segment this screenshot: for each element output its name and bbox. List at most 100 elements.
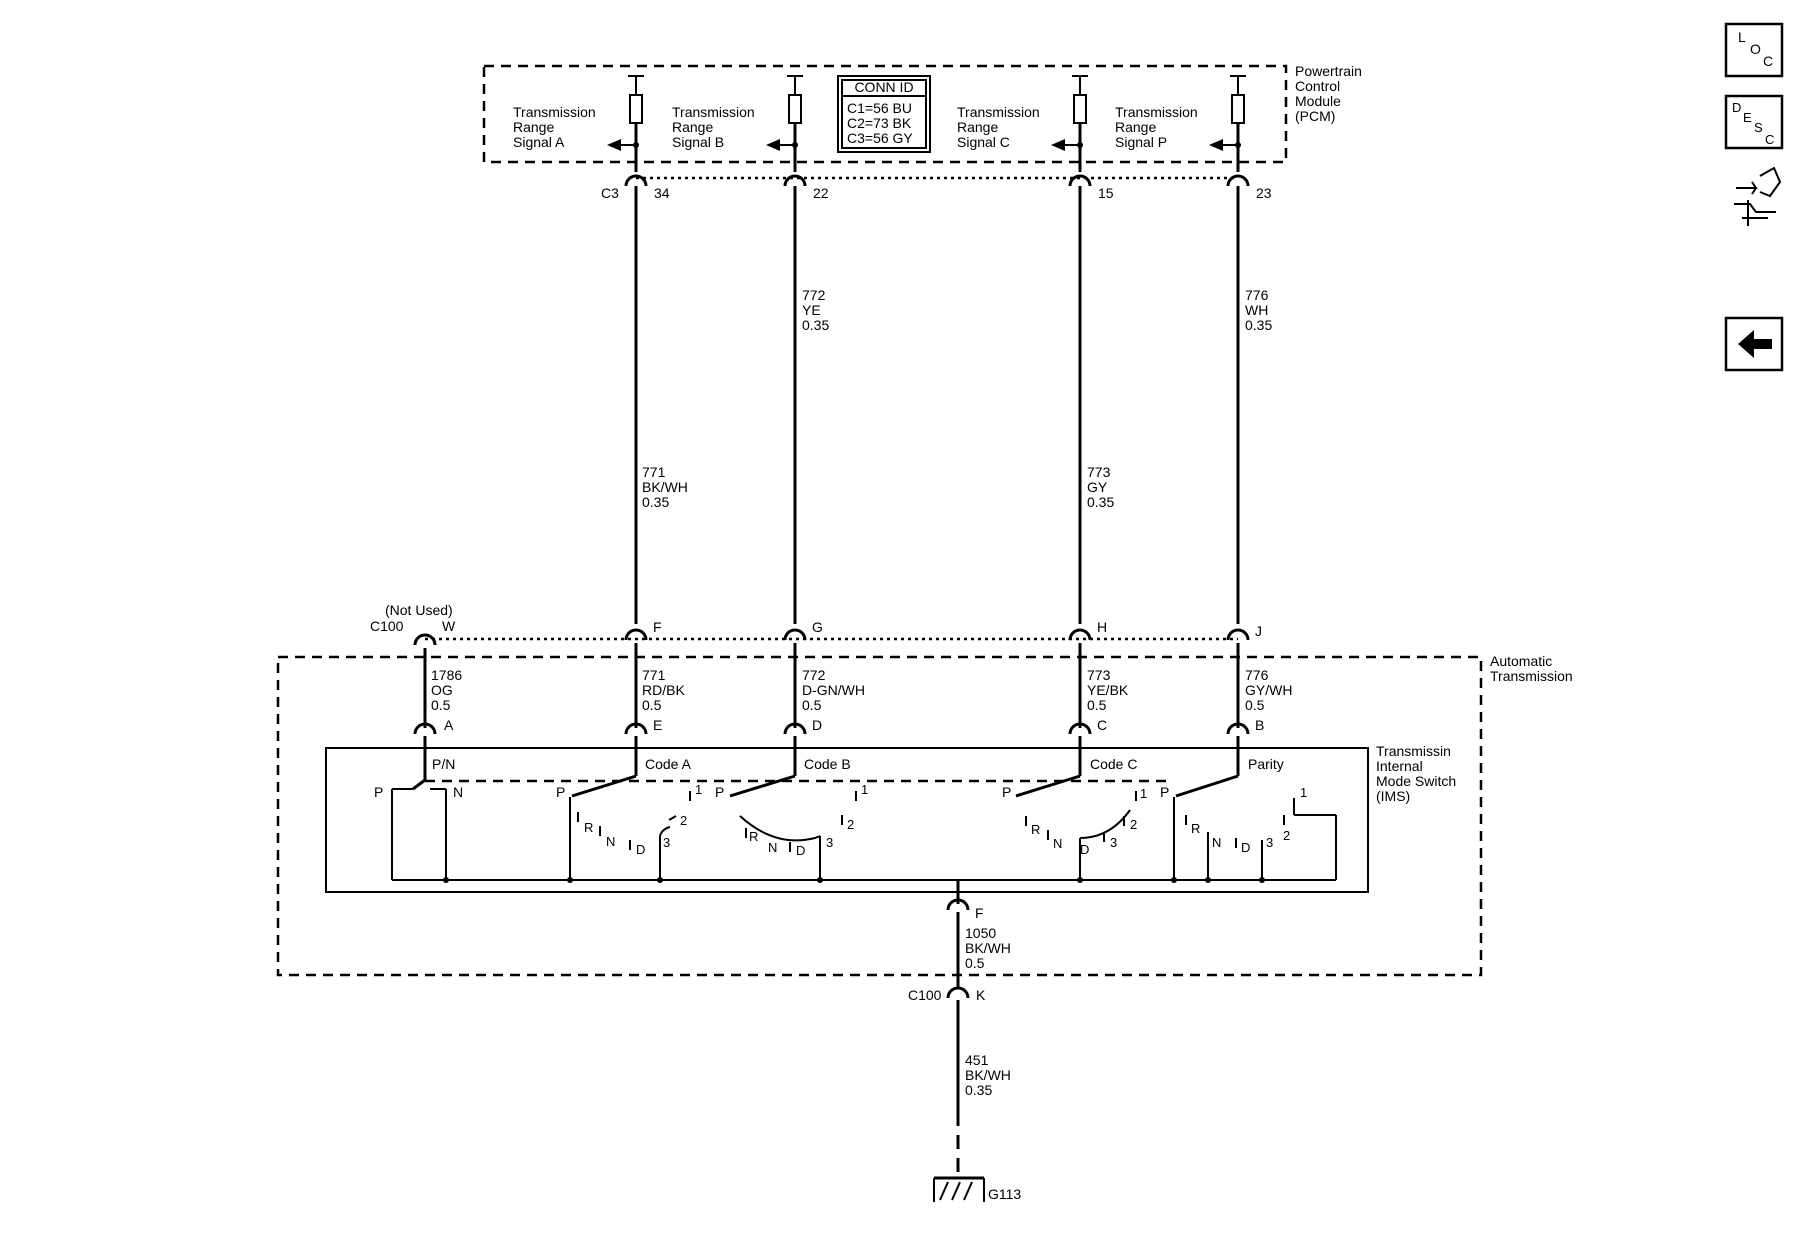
c100-bottom-connector: C100 K: [908, 986, 986, 1003]
svg-text:D: D: [1732, 100, 1741, 115]
conn-id-title: CONN ID: [854, 79, 913, 95]
signal-b-label: Transmission Range Signal B: [672, 104, 759, 150]
pin-label: H: [1097, 619, 1107, 635]
ims-code-b-switch: P 1 2 R N D 3: [715, 772, 868, 883]
svg-text:1: 1: [1140, 786, 1147, 801]
svg-text:N: N: [1053, 836, 1062, 851]
svg-text:3: 3: [1266, 835, 1273, 850]
svg-text:D: D: [636, 842, 645, 857]
svg-text:N: N: [768, 840, 777, 855]
svg-text:P: P: [715, 784, 724, 800]
svg-text:P: P: [556, 784, 565, 800]
svg-text:1: 1: [861, 782, 868, 797]
svg-text:C: C: [1765, 132, 1774, 147]
pin-label: K: [976, 987, 986, 1003]
conn-id-line: C3=56 GY: [847, 130, 913, 146]
c100-connector: (Not Used) C100 W F G H J: [370, 602, 1262, 646]
svg-text:N: N: [606, 834, 615, 849]
ground-symbol-g113: G113: [933, 1176, 1021, 1202]
conn-id-line: C2=73 BK: [847, 115, 912, 131]
svg-text:C: C: [1763, 53, 1773, 69]
svg-text:P: P: [374, 784, 383, 800]
svg-text:3: 3: [663, 835, 670, 850]
svg-text:2: 2: [680, 813, 687, 828]
back-arrow-button[interactable]: [1724, 316, 1784, 372]
ims-section-code-b: Code B: [804, 756, 851, 772]
automatic-transmission-title: Automatic Transmission: [1490, 653, 1573, 684]
svg-text:1: 1: [1300, 785, 1307, 800]
connector-pinout-icon[interactable]: [1734, 166, 1782, 226]
svg-text:3: 3: [1110, 835, 1117, 850]
pin-label: W: [442, 618, 456, 634]
signal-a-label: Transmission Range Signal A: [513, 104, 600, 150]
signal-p-label: Transmission Range Signal P: [1115, 104, 1202, 150]
pcm-title: Powertrain Control Module (PCM): [1295, 63, 1366, 124]
svg-text:R: R: [584, 820, 593, 835]
back-arrow-icon: [1738, 330, 1772, 358]
loc-button[interactable]: L O C: [1724, 22, 1784, 78]
svg-text:L: L: [1738, 29, 1746, 45]
pin-label: G: [812, 619, 823, 635]
pin-label: 22: [813, 185, 829, 201]
c3-label: C3: [601, 185, 619, 201]
svg-text:2: 2: [1130, 817, 1137, 832]
pin-label: E: [653, 717, 662, 733]
pcm-c3-connector: C3 34 22 15 23: [601, 174, 1272, 201]
ground-label: G113: [988, 1186, 1021, 1202]
ims-code-a-switch: P R N D 1 2 3: [556, 772, 702, 883]
svg-text:N: N: [1212, 835, 1221, 850]
pin-label: 23: [1256, 185, 1272, 201]
svg-text:R: R: [749, 829, 758, 844]
pcm-signal-a: Transmission Range Signal A: [513, 75, 644, 172]
ims-section-parity: Parity: [1248, 756, 1284, 772]
pin-label: 15: [1098, 185, 1114, 201]
pin-label: F: [653, 619, 662, 635]
pin-label: J: [1255, 623, 1262, 639]
svg-text:3: 3: [826, 835, 833, 850]
svg-text:R: R: [1031, 822, 1040, 837]
ims-pn-switch: P N: [374, 772, 463, 883]
pin-label: F: [975, 905, 984, 921]
ims-section-pn: P/N: [432, 756, 455, 772]
ims-box: [325, 747, 1369, 893]
pin-label: C: [1097, 717, 1107, 733]
not-used-label: (Not Used): [385, 602, 453, 618]
signal-c-label: Transmission Range Signal C: [957, 104, 1044, 150]
svg-text:D: D: [1241, 840, 1250, 855]
ims-parity-switch: P R N D 3 2 1: [1160, 772, 1337, 883]
desc-button[interactable]: D E S C: [1724, 94, 1784, 150]
ims-title: Transmissin Internal Mode Switch (IMS): [1376, 743, 1460, 804]
ims-section-code-c: Code C: [1090, 756, 1137, 772]
svg-text:2: 2: [1283, 828, 1290, 843]
c100-label: C100: [370, 618, 404, 634]
svg-text:D: D: [796, 843, 805, 858]
pcm-signal-c: Transmission Range Signal C: [957, 75, 1088, 172]
svg-text:D: D: [1080, 842, 1089, 857]
svg-text:P: P: [1160, 784, 1169, 800]
pin-label: B: [1255, 717, 1264, 733]
pin-label: A: [444, 717, 454, 733]
pin-label: 34: [654, 185, 670, 201]
ims-section-code-a: Code A: [645, 756, 692, 772]
